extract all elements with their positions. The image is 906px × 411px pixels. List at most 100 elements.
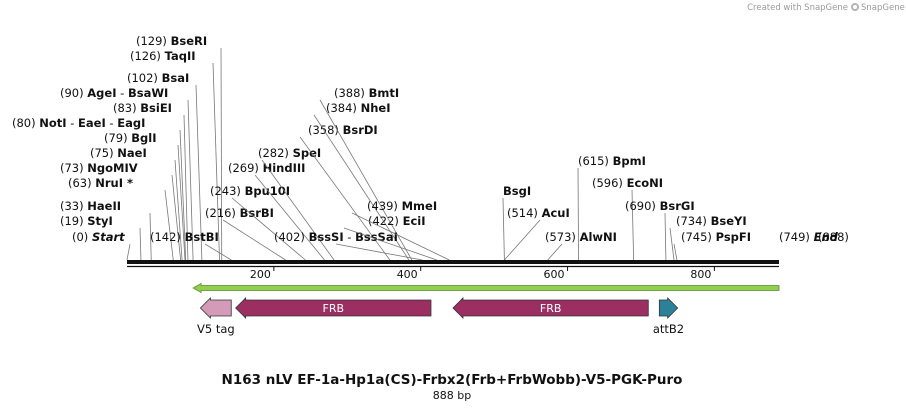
site-leader-line: [669, 227, 675, 261]
site-leader-line: [504, 219, 541, 261]
site-position: (514): [507, 206, 542, 220]
site-leader-line: [502, 197, 505, 261]
restriction-site-label[interactable]: (102) BsaI: [127, 71, 189, 85]
site-name: Bpu10I: [245, 184, 290, 198]
site-name: End: [814, 230, 839, 244]
restriction-site-label[interactable]: (734) BseYI: [676, 214, 747, 228]
ruler-tick-label: 400: [397, 268, 418, 281]
site-leader-line: [204, 243, 232, 261]
restriction-site-label[interactable]: (33) HaeII: [60, 199, 121, 213]
site-leader-line: [139, 227, 142, 261]
site-name: BpmI: [613, 154, 646, 168]
restriction-site-label[interactable]: (402) BssSI - BssSaI: [274, 230, 398, 244]
site-name: SpeI: [293, 146, 322, 160]
site-name: BsaI: [162, 71, 190, 85]
site-name: NgoMIV: [87, 161, 137, 175]
end-position: (888): [818, 230, 849, 244]
site-name: AcuI: [542, 206, 570, 220]
credit-text: Created with SnapGene: [747, 3, 848, 13]
site-name: NheI: [361, 101, 391, 115]
feature-label: V5 tag: [197, 322, 235, 336]
site-name: Start: [92, 230, 125, 244]
site-position: (129): [136, 34, 171, 48]
site-position: (102): [127, 71, 162, 85]
feature-arrow-frb[interactable]: [452, 297, 649, 319]
site-position: (243): [210, 184, 245, 198]
restriction-site-label[interactable]: (216) BsrBI: [205, 206, 274, 220]
site-position: (358): [308, 123, 343, 137]
site-position: (596): [592, 176, 627, 190]
site-leader-line: [319, 99, 413, 261]
restriction-site-label[interactable]: (358) BsrDI: [308, 123, 378, 137]
restriction-site-label[interactable]: (573) AlwNI: [545, 230, 617, 244]
restriction-site-label[interactable]: (19) StyI: [60, 214, 113, 228]
site-name: TaqII: [165, 49, 196, 63]
restriction-site-label[interactable]: (384) NheI: [326, 101, 390, 115]
site-leader-line: [164, 189, 174, 261]
site-leader-line: [673, 243, 678, 261]
restriction-site-label[interactable]: (63) NruI *: [68, 176, 133, 190]
restriction-site-label[interactable]: (73) NgoMIV: [60, 161, 138, 175]
restriction-site-label[interactable]: (388) BmtI: [334, 86, 399, 100]
site-leader-line: [547, 243, 563, 261]
site-name: BstBI: [185, 230, 219, 244]
restriction-site-label[interactable]: (749) End: [779, 230, 839, 244]
site-separator: -: [67, 116, 78, 130]
restriction-site-label[interactable]: (596) EcoNI: [592, 176, 663, 190]
restriction-site-label[interactable]: (80) NotI - EaeI - EagI: [12, 116, 145, 130]
orf-arrow: [192, 282, 780, 294]
site-leader-line: [254, 174, 325, 261]
site-leader-line: [222, 219, 286, 261]
site-leader-line: [220, 47, 223, 261]
site-leader-line: [171, 174, 181, 261]
restriction-site-label[interactable]: (129) BseRI: [136, 34, 207, 48]
restriction-site-label[interactable]: (269) HindIII: [228, 161, 305, 175]
feature-label: attB2: [653, 322, 684, 336]
site-name: BsrDI: [343, 123, 378, 137]
restriction-sites: (0) Start(19) StyI(33) HaeII(63) NruI *(…: [12, 34, 849, 261]
site-position: (83): [113, 101, 140, 115]
site-leader-line: [187, 99, 194, 261]
site-position: (573): [545, 230, 580, 244]
site-leader-line: [343, 227, 437, 261]
restriction-site-label[interactable]: (514) AcuI: [507, 206, 570, 220]
site-position: (384): [326, 101, 361, 115]
restriction-site-label[interactable]: (243) Bpu10I: [210, 184, 290, 198]
restriction-site-label[interactable]: (439) MmeI: [367, 199, 437, 213]
restriction-site-label[interactable]: (79) BglI: [104, 131, 156, 145]
restriction-site-label[interactable]: (422) EciI: [368, 214, 426, 228]
site-leader-line: [664, 212, 667, 261]
restriction-site-label[interactable]: (615) BpmI: [578, 154, 646, 168]
site-name: BssSI: [309, 230, 344, 244]
restriction-site-label[interactable]: (126) TaqII: [130, 49, 196, 63]
site-position: (19): [60, 214, 87, 228]
site-position: (749): [779, 230, 814, 244]
site-position: (142): [150, 230, 185, 244]
sequence-length-label: 888 bp: [433, 389, 471, 402]
restriction-site-label[interactable]: (690) BsrGI: [625, 199, 695, 213]
site-leader-line: [313, 114, 410, 261]
site-leader-line: [351, 212, 450, 261]
site-leader-line: [335, 243, 423, 261]
restriction-site-label[interactable]: (75) NaeI: [90, 146, 147, 160]
site-position: (269): [228, 161, 263, 175]
site-position: (80): [12, 116, 39, 130]
site-leader-line: [174, 159, 183, 261]
site-position: (216): [205, 206, 240, 220]
site-leader-line: [631, 189, 635, 261]
feature-arrow-frb[interactable]: [235, 297, 432, 319]
restriction-site-label[interactable]: (90) AgeI - BsaWI: [60, 86, 168, 100]
site-name: HaeII: [87, 199, 121, 213]
restriction-site-label[interactable]: (745) PspFI: [681, 230, 751, 244]
feature-arrow-attb2[interactable]: [658, 297, 679, 319]
feature-arrow-v5-tag[interactable]: [199, 297, 232, 319]
restriction-site-label[interactable]: (142) BstBI: [150, 230, 219, 244]
site-position: (79): [104, 131, 131, 145]
site-name: BseYI: [711, 214, 747, 228]
restriction-site-label[interactable]: BsgI: [503, 184, 531, 198]
restriction-site-label[interactable]: (83) BsiEI: [113, 101, 172, 115]
site-leader-line: [183, 114, 189, 261]
restriction-site-label[interactable]: (0) Start: [72, 230, 125, 244]
site-leader-line: [195, 84, 203, 261]
